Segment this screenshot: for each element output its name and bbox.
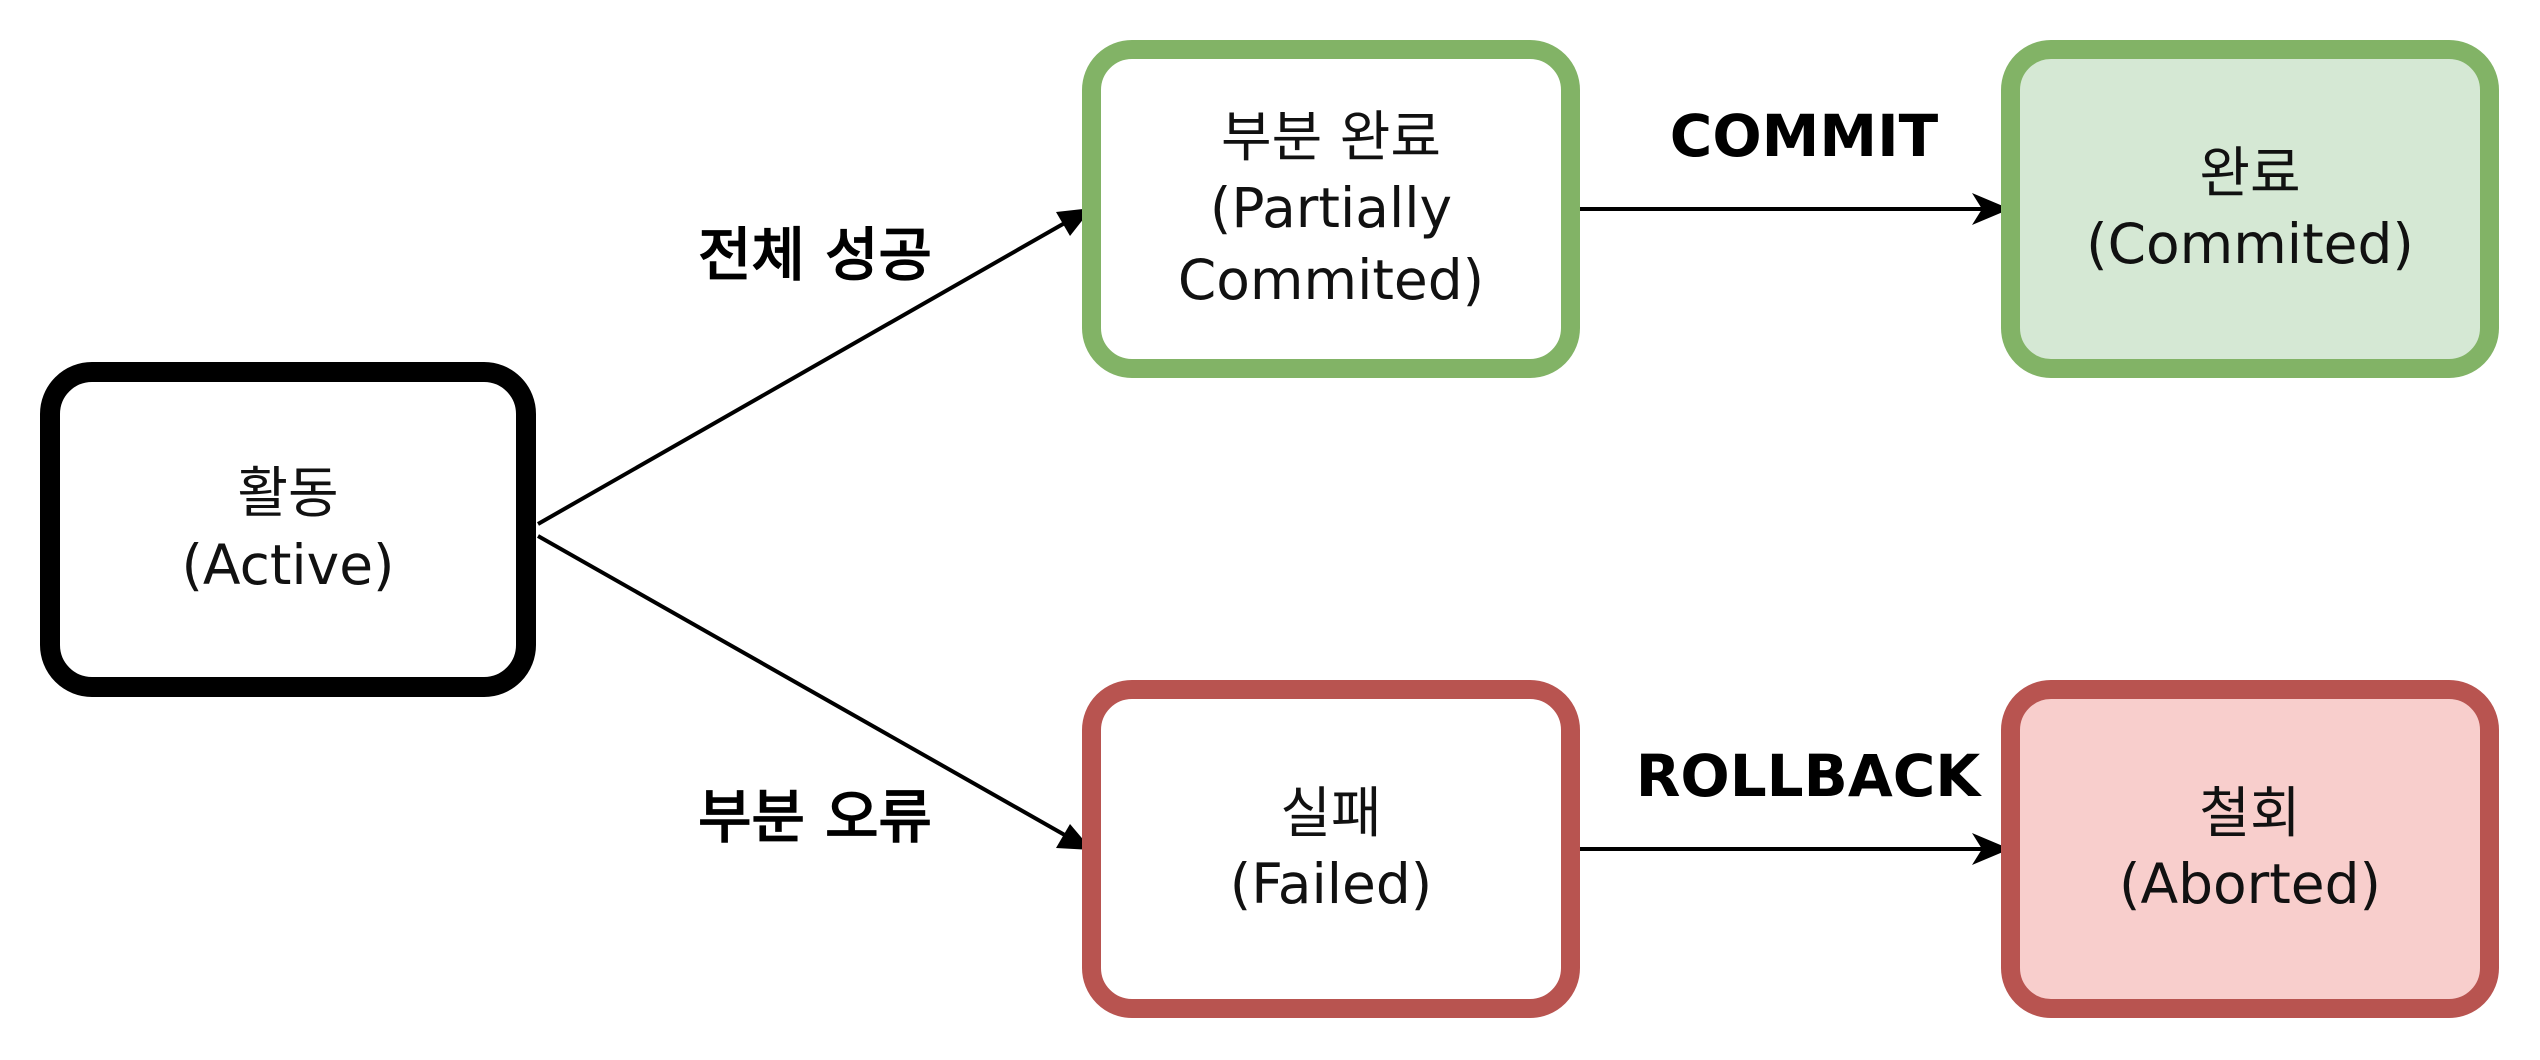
state-active-korean: 활동	[237, 461, 339, 525]
state-active: 활동 (Active)	[40, 362, 536, 697]
state-committed-english: (Commited)	[2086, 212, 2414, 276]
state-committed: 완료 (Commited)	[2001, 40, 2499, 378]
state-partial-english-2: Commited)	[1177, 247, 1485, 312]
state-partial-korean: 부분 완료	[1221, 104, 1441, 169]
edge-label-error: 부분 오류	[698, 783, 932, 851]
state-partially-committed: 부분 완료 (Partially Commited)	[1082, 40, 1580, 378]
state-aborted: 철회 (Aborted)	[2001, 680, 2499, 1018]
state-failed: 실패 (Failed)	[1082, 680, 1580, 1018]
state-aborted-korean: 철회	[2199, 780, 2301, 845]
state-committed-korean: 완료	[2199, 140, 2301, 205]
arrowhead-committed	[1972, 193, 2010, 225]
arrowhead-aborted	[1972, 833, 2010, 865]
edge-label-rollback: ROLLBACK	[1635, 742, 1981, 810]
state-failed-korean: 실패	[1280, 780, 1382, 845]
edge-label-commit: COMMIT	[1669, 102, 1939, 170]
edge-active-to-partial	[537, 218, 1071, 526]
edge-label-success: 전체 성공	[698, 221, 932, 289]
state-failed-english: (Failed)	[1229, 852, 1433, 916]
edge-active-to-failed	[537, 534, 1071, 840]
state-aborted-english: (Aborted)	[2118, 852, 2382, 916]
state-partial-english-1: (Partially	[1209, 176, 1453, 241]
state-active-english: (Active)	[181, 532, 395, 597]
